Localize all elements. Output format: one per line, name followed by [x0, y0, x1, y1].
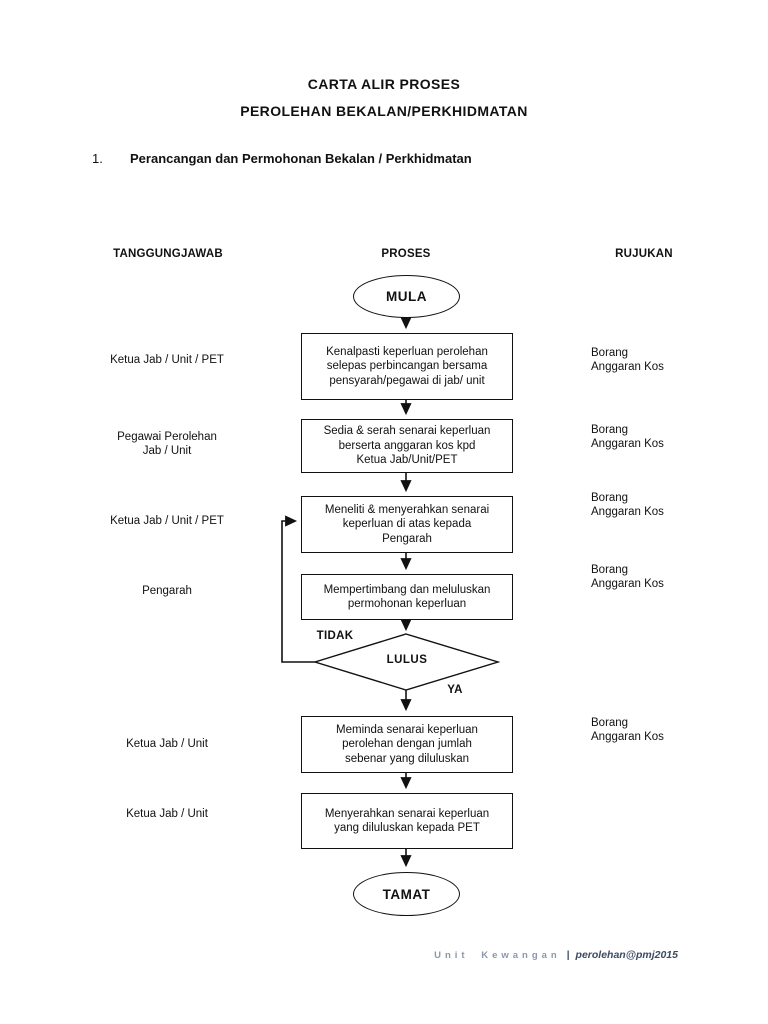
- reference-label-5: Borang Anggaran Kos: [591, 717, 664, 743]
- reference-label-1: Borang Anggaran Kos: [591, 347, 664, 373]
- document-title-line1: CARTA ALIR PROSES: [307, 76, 461, 92]
- column-header-process: PROSES: [381, 248, 431, 260]
- process-box-2: Sedia & serah senarai keperluan berserta…: [301, 419, 513, 473]
- process-box-3: Meneliti & menyerahkan senarai keperluan…: [301, 496, 513, 553]
- reference-label-2: Borang Anggaran Kos: [591, 424, 664, 450]
- section-number: 1.: [92, 151, 103, 166]
- process-box-6: Menyerahkan senarai keperluan yang dilul…: [301, 793, 513, 849]
- start-terminator: MULA: [353, 275, 460, 318]
- end-terminator: TAMAT: [353, 872, 460, 916]
- process-box-4: Mempertimbang dan meluluskan permohonan …: [301, 574, 513, 620]
- responsibility-label-4: Pengarah: [142, 585, 192, 597]
- section-heading: 1. Perancangan dan Permohonan Bekalan / …: [92, 151, 652, 166]
- responsibility-label-3: Ketua Jab / Unit / PET: [110, 515, 224, 527]
- reference-label-4: Borang Anggaran Kos: [591, 564, 664, 590]
- process-box-5: Meminda senarai keperluan perolehan deng…: [301, 716, 513, 773]
- footer-unit-name: Unit Kewangan: [434, 950, 561, 961]
- document-title-line2: PEROLEHAN BEKALAN/PERKHIDMATAN: [240, 103, 528, 119]
- responsibility-label-2: Pegawai Perolehan Jab / Unit: [117, 431, 217, 457]
- column-header-responsibility: TANGGUNGJAWAB: [113, 248, 223, 260]
- section-title: Perancangan dan Permohonan Bekalan / Per…: [130, 151, 472, 166]
- process-box-1: Kenalpasti keperluan perolehan selepas p…: [301, 333, 513, 400]
- column-header-reference: RUJUKAN: [615, 248, 673, 260]
- responsibility-label-6: Ketua Jab / Unit: [126, 808, 208, 820]
- footer-credit: perolehan@pmj2015: [575, 949, 678, 961]
- responsibility-label-1: Ketua Jab / Unit / PET: [110, 354, 224, 366]
- decision-label: LULUS: [386, 654, 428, 666]
- footer-separator: |: [566, 950, 570, 961]
- branch-label-yes: YA: [447, 684, 463, 696]
- responsibility-label-5: Ketua Jab / Unit: [126, 738, 208, 750]
- reference-label-3: Borang Anggaran Kos: [591, 492, 664, 518]
- branch-label-no: TIDAK: [316, 630, 354, 642]
- page-footer: Unit Kewangan | perolehan@pmj2015: [434, 949, 678, 961]
